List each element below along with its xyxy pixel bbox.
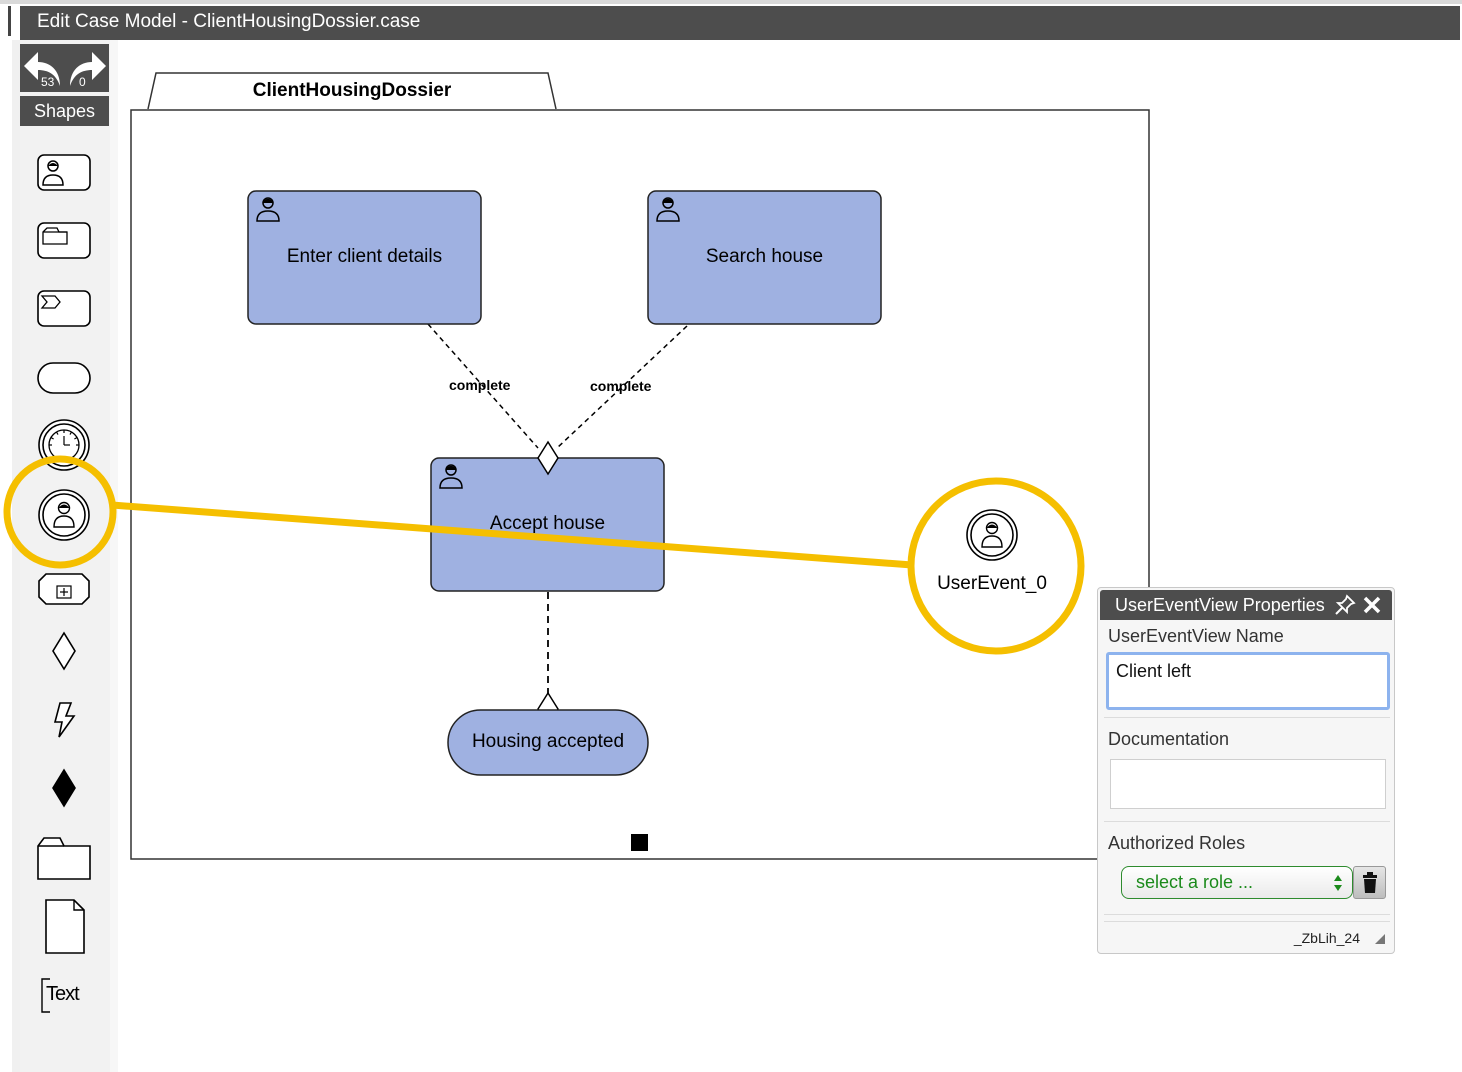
window-title: Edit Case Model - ClientHousingDossier.c…	[20, 6, 1460, 40]
user-event-label[interactable]: UserEvent_0	[937, 573, 1047, 594]
toolbar-shadow	[110, 40, 118, 1072]
role-select-value: select a role ...	[1136, 872, 1254, 892]
window-left-edge	[8, 6, 11, 36]
palette-stage[interactable]	[37, 572, 91, 606]
human-task-icon	[37, 154, 91, 191]
undo-icon[interactable]	[22, 44, 66, 90]
milestone-icon	[37, 362, 91, 394]
case-file-item-icon	[37, 837, 91, 880]
case-task-icon	[37, 222, 91, 259]
undo-redo-bar: 53 0	[20, 44, 109, 92]
separator	[1104, 717, 1390, 718]
highlight-connector-line	[111, 501, 913, 569]
redo-count: 0	[79, 75, 86, 89]
text-annotation-label: Text	[46, 983, 80, 1005]
palette-process-task[interactable]	[37, 290, 91, 328]
palette-case-task[interactable]	[37, 222, 91, 260]
palette-entry-criterion[interactable]	[50, 631, 78, 671]
entry-criterion-icon	[52, 631, 76, 671]
role-select[interactable]: select a role ...	[1121, 866, 1353, 899]
pin-icon[interactable]	[1334, 594, 1356, 616]
delete-role-button[interactable]	[1353, 866, 1386, 899]
close-icon[interactable]	[1362, 595, 1382, 615]
properties-title: UserEventView Properties	[1115, 595, 1325, 615]
task-label-accept-house[interactable]: Accept house	[489, 513, 606, 534]
palette-milestone[interactable]	[37, 362, 91, 394]
connector-search-to-accept	[556, 325, 688, 449]
palette-human-task[interactable]	[37, 154, 91, 192]
connector-enter-to-accept	[427, 323, 539, 449]
highlight-circle-event	[907, 477, 1085, 655]
process-task-icon	[37, 290, 91, 327]
user-event-node	[966, 509, 1018, 561]
sentry-label-complete: complete	[449, 377, 511, 393]
user-event-icon	[38, 489, 90, 541]
documentation-input[interactable]	[1110, 759, 1386, 809]
window-top-border	[0, 0, 1462, 4]
task-search-house	[647, 190, 882, 325]
highlight-circle-palette	[3, 455, 117, 569]
text-annotation-icon	[41, 978, 50, 1013]
properties-panel: UserEventView Properties UserEventView N…	[1097, 587, 1395, 954]
highlight-overlay	[3, 455, 1085, 655]
palette-document[interactable]	[44, 898, 86, 956]
name-input[interactable]	[1106, 652, 1390, 710]
palette-user-event[interactable]	[37, 488, 91, 542]
exit-criterion-lightning-icon	[53, 702, 76, 738]
palette-exit-lightning[interactable]	[50, 700, 78, 740]
panel-resize-grip-icon[interactable]	[1374, 933, 1386, 945]
case-plan-resize-handle	[631, 834, 648, 851]
properties-header: UserEventView Properties	[1100, 590, 1392, 620]
element-id: _ZbLih_24	[1293, 930, 1360, 946]
redo-icon[interactable]	[64, 44, 108, 90]
task-enter-client-details	[247, 190, 482, 325]
stage-icon	[38, 573, 90, 605]
person-icon	[256, 197, 280, 222]
separator	[1104, 821, 1390, 822]
palette-text-annotation[interactable]: Text	[40, 978, 90, 1014]
sentry-label-complete: complete	[590, 378, 652, 394]
palette-case-file-item[interactable]	[36, 836, 92, 882]
select-arrows-icon	[1334, 875, 1342, 891]
task-label-enter-client-details[interactable]: Enter client details	[286, 246, 443, 267]
trash-icon	[1363, 872, 1377, 893]
task-label-search-house[interactable]: Search house	[705, 246, 824, 267]
person-icon	[439, 464, 463, 489]
authorized-roles-label: Authorized Roles	[1108, 833, 1246, 853]
separator	[1104, 921, 1390, 922]
person-icon	[656, 197, 680, 222]
case-plan-name: ClientHousingDossier	[252, 80, 452, 101]
exit-criterion-icon	[52, 768, 76, 808]
left-gutter	[12, 40, 20, 1072]
name-label: UserEventView Name	[1108, 626, 1284, 646]
milestone-label[interactable]: Housing accepted	[471, 731, 625, 752]
milestone-housing-accepted	[447, 709, 649, 776]
case-plan-tab	[147, 72, 557, 110]
palette-exit-criterion[interactable]	[50, 768, 78, 808]
document-icon	[45, 899, 85, 954]
entry-criterion-accept	[537, 440, 559, 476]
documentation-label: Documentation	[1108, 729, 1230, 749]
separator	[1104, 914, 1390, 915]
undo-count: 53	[41, 75, 55, 89]
shapes-header: Shapes	[20, 96, 109, 126]
